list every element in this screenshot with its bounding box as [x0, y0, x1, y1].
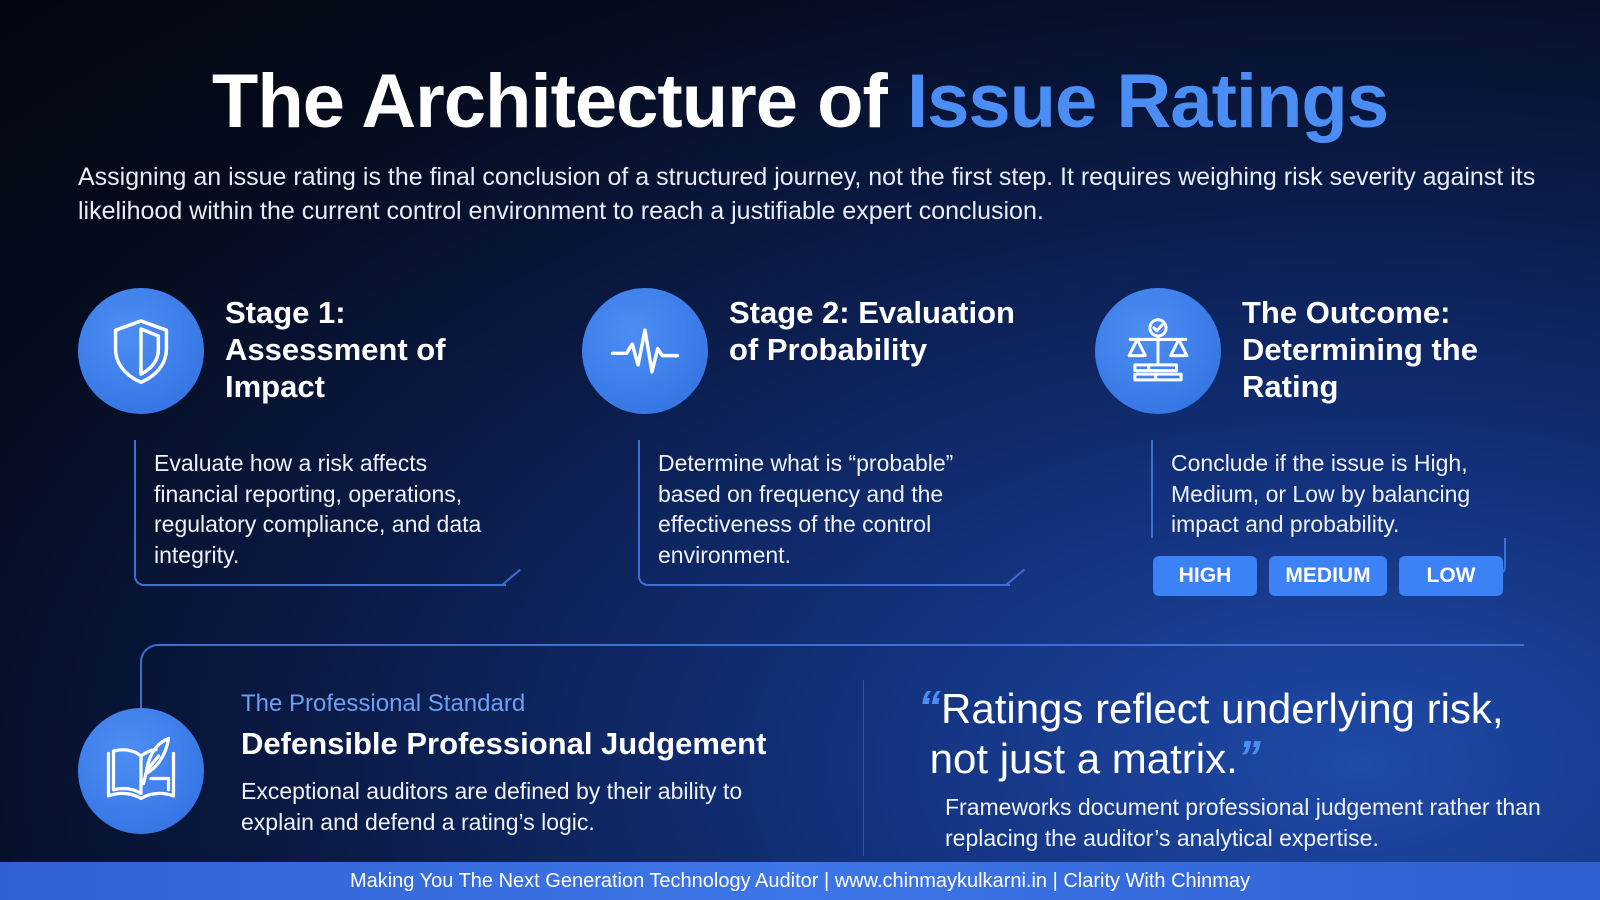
- quote-subtext: Frameworks document professional judgeme…: [945, 794, 1541, 851]
- badge-high: HIGH: [1153, 556, 1257, 596]
- standard-title: Defensible Professional Judgement: [241, 726, 767, 761]
- stage-outcome-body: Conclude if the issue is High, Medium, o…: [1171, 450, 1471, 537]
- quote-line-2: not just a matrix.: [929, 735, 1238, 782]
- pull-quote: “Ratings reflect underlying risk, not ju…: [918, 683, 1558, 783]
- rating-badges: HIGH MEDIUM LOW: [1153, 556, 1503, 596]
- quote-open-mark: “: [918, 681, 941, 733]
- stage-impact-icon-circle: [78, 288, 204, 414]
- standard-icon-circle: [78, 708, 204, 834]
- footer-text: Making You The Next Generation Technolog…: [349, 870, 1251, 892]
- stage-outcome-icon-circle: [1095, 288, 1221, 414]
- stage-probability-description: Determine what is “probable” based on fr…: [638, 440, 1026, 586]
- stage-probability-title: Stage 2: Evaluation of Probability: [729, 295, 1015, 367]
- badge-low: LOW: [1399, 556, 1503, 596]
- stage-impact-title: Stage 1: Assessment of Impact: [225, 295, 446, 404]
- stage-impact-body: Evaluate how a risk affects financial re…: [154, 450, 482, 568]
- quote-close-mark: ”: [1237, 731, 1261, 783]
- book-quill-icon: [106, 736, 176, 801]
- stage-impact-description: Evaluate how a risk affects financial re…: [134, 440, 522, 586]
- connector-tail: [1005, 568, 1026, 586]
- vertical-divider: [863, 680, 864, 856]
- footer-bar: Making You The Next Generation Technolog…: [0, 862, 1600, 900]
- stage-outcome-title: The Outcome: Determining the Rating: [1242, 295, 1478, 404]
- quote-line-1: Ratings reflect underlying risk,: [941, 685, 1504, 732]
- intro-text: Assigning an issue rating is the final c…: [78, 163, 1536, 225]
- standard-body: Exceptional auditors are defined by thei…: [241, 778, 743, 835]
- standard-kicker: The Professional Standard: [241, 690, 526, 717]
- title-accent: Issue Ratings: [906, 59, 1389, 144]
- title-main: The Architecture of: [211, 59, 907, 144]
- shield-icon: [113, 319, 169, 384]
- stage-outcome-description: Conclude if the issue is High, Medium, o…: [1151, 440, 1523, 538]
- connector-tail: [501, 568, 522, 586]
- stage-probability-icon-circle: [582, 288, 708, 414]
- page-title: The Architecture of Issue Ratings: [0, 58, 1600, 145]
- section-connector-line: [140, 644, 1524, 710]
- scales-icon: [1127, 318, 1189, 382]
- heartbeat-icon: [610, 328, 680, 374]
- stage-probability-body: Determine what is “probable” based on fr…: [658, 450, 954, 568]
- badge-medium: MEDIUM: [1269, 556, 1387, 596]
